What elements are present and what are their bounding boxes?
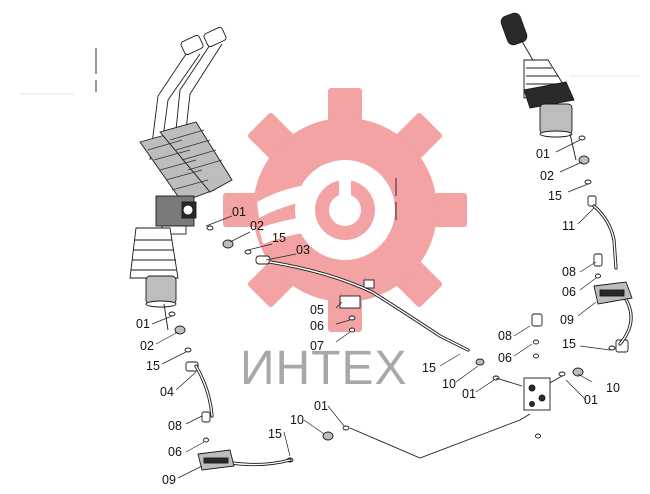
pedal-assembly (139, 26, 233, 235)
callout-center-10: 10 (442, 377, 456, 391)
callout-center-06: 06 (498, 351, 512, 365)
watermark-gear-icon (223, 88, 467, 332)
callout-rvalve-09: 09 (560, 313, 574, 327)
callout-rjoy-02: 02 (540, 169, 554, 183)
callout-ljoy-06: 06 (168, 445, 182, 459)
callout-pedal-15: 15 (272, 231, 286, 245)
callout-ljoy-04: 04 (160, 385, 174, 399)
left-joystick (129, 177, 179, 331)
callout-rjoy-01: 01 (536, 147, 550, 161)
valve-plates (197, 281, 633, 471)
callout-middle-06: 06 (310, 319, 324, 333)
right-joystick (500, 12, 577, 161)
callout-middle-05: 05 (310, 303, 324, 317)
callout-rvalve-15: 15 (562, 337, 576, 351)
distribution-block (523, 377, 551, 411)
callout-ljoy-01: 01 (136, 317, 150, 331)
callout-rvalve-01: 01 (584, 393, 598, 407)
callout-rjoy-11: 11 (562, 219, 575, 233)
watermark-text: ИНТЕХ (240, 342, 408, 395)
callout-bottom-15: 15 (268, 427, 282, 441)
callout-pedal-01: 01 (232, 205, 246, 219)
margin-marks (20, 48, 640, 220)
callout-center-01: 01 (462, 387, 476, 401)
callout-center-08: 08 (498, 329, 512, 343)
callout-bottom-01: 01 (314, 399, 328, 413)
callout-pedal-03: 03 (296, 243, 310, 257)
callout-center-15: 15 (422, 361, 436, 375)
callout-ljoy-09: 09 (162, 473, 176, 487)
callout-rvalve-06: 06 (562, 285, 576, 299)
callout-rjoy-15: 15 (548, 189, 562, 203)
callout-pedal-02: 02 (250, 219, 264, 233)
callout-ljoy-02: 02 (140, 339, 154, 353)
callout-middle-07: 07 (310, 339, 324, 353)
callout-rvalve-08: 08 (562, 265, 576, 279)
callout-ljoy-08: 08 (168, 419, 182, 433)
callout-labels: 01 02 15 03 05 06 07 01 02 15 11 08 06 0… (136, 147, 620, 487)
callout-ljoy-15: 15 (146, 359, 160, 373)
callout-bottom-10: 10 (290, 413, 304, 427)
fittings (168, 135, 629, 463)
leader-lines (151, 139, 611, 479)
callout-rvalve-10: 10 (606, 381, 620, 395)
